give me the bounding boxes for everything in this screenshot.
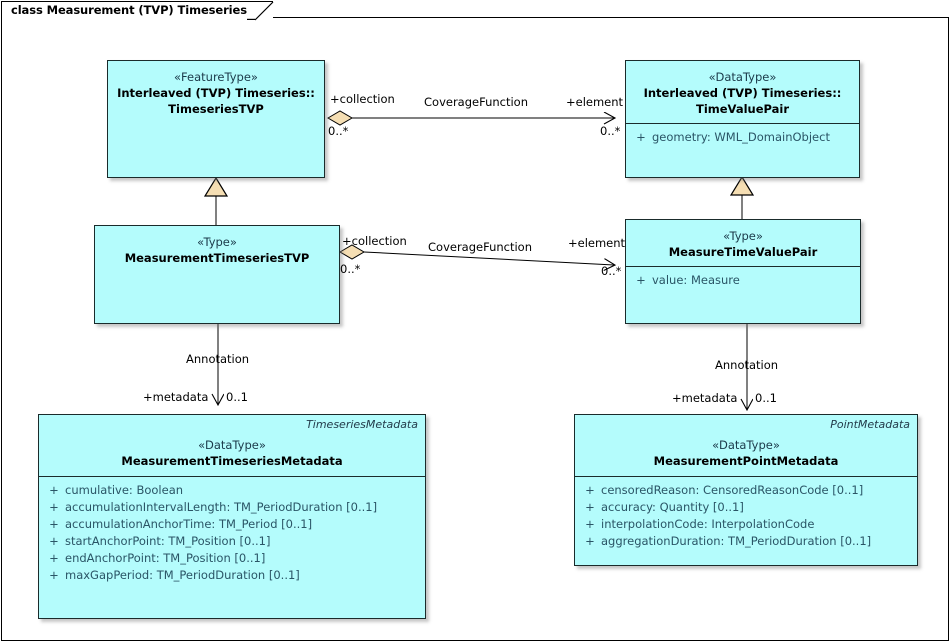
diagram-title: class Measurement (TVP) Timeseries (11, 3, 247, 17)
label-element-top: +element (566, 95, 624, 109)
class-box-measurement-point-metadata[interactable]: PointMetadata «DataType» MeasurementPoin… (574, 414, 918, 566)
class-stereotype: «Type» (197, 235, 237, 249)
class-name-line1: Interleaved (TVP) Timeseries:: (643, 86, 842, 100)
attribute-visibility: + (585, 534, 595, 548)
attribute-text: endAnchorPoint: TM_Position [0..1] (65, 551, 266, 565)
class-header-measurement-timeseries-tvp: «Type» MeasurementTimeseriesTVP (95, 226, 339, 272)
attribute-row: + endAnchorPoint: TM_Position [0..1] (43, 550, 421, 567)
class-name-line1: MeasurementTimeseriesTVP (124, 251, 310, 265)
attribute-text: value: Measure (652, 273, 740, 287)
label-multiplicity-collection-middle: 0..* (340, 262, 361, 276)
attribute-visibility: + (636, 273, 646, 287)
attribute-visibility: + (49, 500, 59, 514)
label-multiplicity-annotation-right: 0..1 (755, 391, 777, 405)
attribute-row: + interpolationCode: InterpolationCode (579, 516, 913, 533)
attribute-row: + accumulationIntervalLength: TM_PeriodD… (43, 499, 421, 516)
attribute-row: + aggregationDuration: TM_PeriodDuration… (579, 533, 913, 550)
attribute-text: maxGapPeriod: TM_PeriodDuration [0..1] (65, 568, 300, 582)
class-name-line2: TimeValuePair (695, 102, 790, 116)
class-header-measurement-timeseries-metadata: TimeseriesMetadata «DataType» Measuremen… (39, 415, 425, 477)
class-stereotype: «FeatureType» (174, 70, 258, 84)
label-collection-top: +collection (330, 92, 395, 106)
attribute-row: + accuracy: Quantity [0..1] (579, 499, 913, 516)
class-box-time-value-pair[interactable]: «DataType» Interleaved (TVP) Timeseries:… (625, 60, 860, 178)
label-metadata-right: +metadata (672, 391, 738, 405)
label-annotation-left: Annotation (186, 352, 250, 366)
attribute-row: + cumulative: Boolean (43, 482, 421, 499)
label-metadata-left: +metadata (143, 390, 209, 404)
attribute-visibility: + (585, 500, 595, 514)
attribute-row: + geometry: WML_DomainObject (630, 129, 855, 146)
class-header-timeseries-tvp: «FeatureType» Interleaved (TVP) Timeseri… (108, 61, 324, 123)
class-stereotype: «DataType» (198, 438, 266, 452)
attribute-row: + censoredReason: CensoredReasonCode [0.… (579, 482, 913, 499)
attribute-row: + maxGapPeriod: TM_PeriodDuration [0..1] (43, 567, 421, 584)
label-coverage-function-middle: CoverageFunction (428, 240, 533, 254)
attribute-text: startAnchorPoint: TM_Position [0..1] (65, 534, 271, 548)
class-attributes-measurement-timeseries-metadata: + cumulative: Boolean + accumulationInte… (39, 477, 425, 590)
attribute-text: censoredReason: CensoredReasonCode [0..1… (601, 483, 864, 497)
attribute-text: cumulative: Boolean (65, 483, 184, 497)
attribute-row: + accumulationAnchorTime: TM_Period [0..… (43, 516, 421, 533)
class-box-measure-time-value-pair[interactable]: «Type» MeasureTimeValuePair + value: Mea… (625, 219, 861, 324)
class-attributes-measurement-point-metadata: + censoredReason: CensoredReasonCode [0.… (575, 477, 917, 556)
attribute-text: aggregationDuration: TM_PeriodDuration [… (601, 534, 872, 548)
class-name-line2: TimeseriesTVP (168, 102, 264, 116)
label-collection-middle: +collection (342, 234, 407, 248)
attribute-visibility: + (636, 130, 646, 144)
class-stereotype: «DataType» (712, 438, 780, 452)
label-element-middle: +element (568, 236, 626, 250)
label-annotation-right: Annotation (715, 358, 779, 372)
label-multiplicity-annotation-left: 0..1 (226, 390, 248, 404)
attribute-text: geometry: WML_DomainObject (652, 130, 830, 144)
class-role-label: TimeseriesMetadata (306, 418, 418, 431)
class-attributes-time-value-pair: + geometry: WML_DomainObject (626, 124, 859, 152)
class-header-time-value-pair: «DataType» Interleaved (TVP) Timeseries:… (626, 61, 859, 124)
attribute-text: interpolationCode: InterpolationCode (601, 517, 815, 531)
label-multiplicity-element-middle: 0..* (601, 264, 622, 278)
label-coverage-function-top: CoverageFunction (424, 95, 529, 109)
label-multiplicity-element-top: 0..* (600, 124, 621, 138)
class-box-measurement-timeseries-metadata[interactable]: TimeseriesMetadata «DataType» Measuremen… (38, 414, 426, 619)
attribute-visibility: + (49, 517, 59, 531)
class-name-line1: MeasureTimeValuePair (668, 245, 818, 259)
attribute-visibility: + (585, 483, 595, 497)
class-stereotype: «Type» (723, 229, 763, 243)
class-name-line1: Interleaved (TVP) Timeseries:: (117, 86, 315, 100)
attribute-visibility: + (49, 568, 59, 582)
attribute-text: accumulationAnchorTime: TM_Period [0..1] (65, 517, 313, 531)
class-name-line1: MeasurementTimeseriesMetadata (121, 454, 343, 468)
attribute-visibility: + (49, 551, 59, 565)
attribute-text: accuracy: Quantity [0..1] (601, 500, 744, 514)
class-attributes-measure-time-value-pair: + value: Measure (626, 267, 860, 295)
attribute-row: + startAnchorPoint: TM_Position [0..1] (43, 533, 421, 550)
class-header-measure-time-value-pair: «Type» MeasureTimeValuePair (626, 220, 860, 267)
attribute-row: + value: Measure (630, 272, 856, 289)
label-multiplicity-collection-top: 0..* (328, 124, 349, 138)
class-box-measurement-timeseries-tvp[interactable]: «Type» MeasurementTimeseriesTVP (94, 225, 340, 324)
attribute-text: accumulationIntervalLength: TM_PeriodDur… (65, 500, 378, 514)
attribute-visibility: + (49, 483, 59, 497)
diagram-title-tab: class Measurement (TVP) Timeseries (1, 1, 274, 21)
attribute-visibility: + (585, 517, 595, 531)
tab-slant-edge (246, 1, 274, 21)
class-role-label: PointMetadata (830, 418, 910, 431)
attribute-visibility: + (49, 534, 59, 548)
class-header-measurement-point-metadata: PointMetadata «DataType» MeasurementPoin… (575, 415, 917, 477)
class-stereotype: «DataType» (708, 70, 777, 84)
class-box-timeseries-tvp[interactable]: «FeatureType» Interleaved (TVP) Timeseri… (107, 60, 325, 178)
class-name-line1: MeasurementPointMetadata (653, 454, 839, 468)
